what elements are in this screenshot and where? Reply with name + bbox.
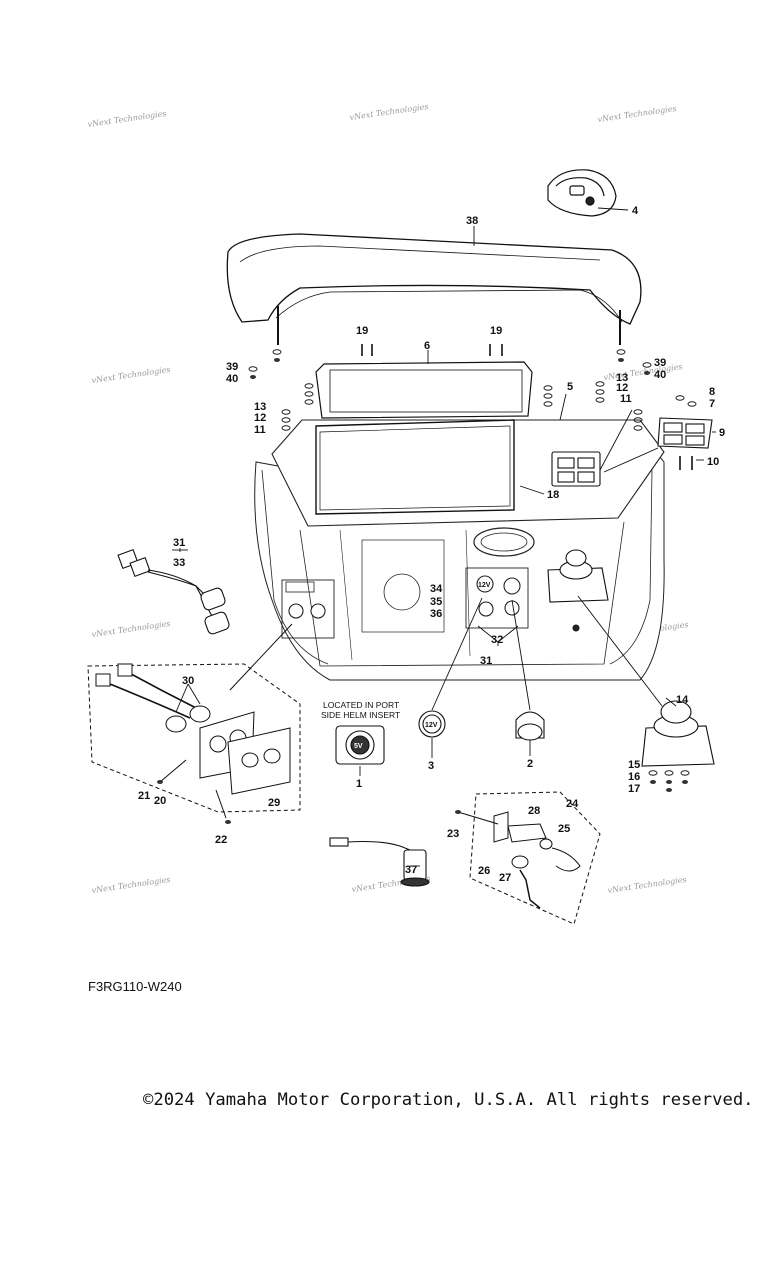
callout-3: 3: [428, 760, 434, 772]
fasteners-14: [648, 770, 690, 792]
callout-31-top: 31: [173, 537, 185, 549]
callout-38: 38: [466, 215, 478, 227]
callout-20: 20: [154, 795, 166, 807]
nut: [274, 358, 280, 362]
note-line-1: LOCATED IN PORT: [323, 700, 399, 710]
callout-13-right: 13: [616, 372, 628, 384]
callout-16: 16: [628, 771, 640, 783]
callout-12: 12: [254, 412, 266, 424]
callout-11-right: 11: [620, 393, 632, 405]
copyright-notice: ©2024 Yamaha Motor Corporation, U.S.A. A…: [143, 1090, 754, 1110]
callout-11: 11: [254, 424, 266, 436]
callout-18: 18: [547, 489, 559, 501]
callout-26: 26: [478, 865, 490, 877]
washer: [616, 349, 626, 355]
callout-40-right: 40: [654, 369, 666, 381]
part-33-harness: [117, 548, 230, 635]
label-dash-12v: 12V: [478, 582, 491, 589]
callout-10: 10: [707, 456, 719, 468]
callout-4: 4: [632, 205, 639, 217]
callout-19-right: 19: [490, 325, 502, 337]
drawing-code: F3RG110-W240: [88, 979, 182, 994]
callout-37: 37: [405, 864, 417, 876]
callout-32: 32: [491, 634, 503, 646]
callout-5: 5: [567, 381, 573, 393]
callout-30: 30: [182, 675, 194, 687]
screw: [455, 810, 461, 814]
washer: [272, 349, 282, 355]
callout-31-bottom: 31: [480, 655, 492, 667]
callout-39-right: 39: [654, 357, 666, 369]
part-14-joystick: [547, 549, 715, 767]
callout-27: 27: [499, 872, 511, 884]
leader-lines: [172, 207, 716, 867]
callout-33: 33: [173, 557, 185, 569]
callout-8: 8: [709, 386, 715, 398]
group-24: [457, 791, 601, 925]
part-37-sensor: [329, 837, 430, 887]
callouts: 1 2 3 4 5 6 7 8 9 10 11 12 13 14 15 16 1…: [138, 205, 725, 884]
callout-9: 9: [719, 427, 725, 439]
part-4-key-fob: [547, 169, 617, 217]
callout-19-left: 19: [356, 325, 368, 337]
callout-12-right: 12: [616, 382, 628, 394]
label-12v: 12V: [425, 722, 438, 729]
callout-23: 23: [447, 828, 459, 840]
watermark: vNext Technologies: [87, 109, 167, 129]
part-2-plug: [511, 599, 545, 741]
group-29-30: [87, 623, 301, 819]
callout-39-left: 39: [226, 361, 238, 373]
callout-21: 21: [138, 790, 150, 802]
callout-1: 1: [356, 778, 362, 790]
callout-6: 6: [424, 340, 430, 352]
watermark: vNext Technologies: [91, 619, 171, 639]
watermark: vNext Technologies: [597, 104, 677, 124]
callout-17: 17: [628, 783, 640, 795]
parts-diagram: vNext Technologies vNext Technologies vN…: [87, 102, 725, 925]
watermark: vNext Technologies: [91, 875, 171, 895]
nut: [157, 780, 163, 784]
part-38-hardtop: [226, 233, 642, 345]
callout-25: 25: [558, 823, 570, 835]
watermark: vNext Technologies: [607, 875, 687, 895]
part-6-display-frame: [315, 344, 533, 419]
watermark: vNext Technologies: [91, 365, 171, 385]
callout-34: 34: [430, 583, 443, 595]
callout-14: 14: [676, 694, 689, 706]
washer: [687, 401, 697, 407]
callout-40-left: 40: [226, 373, 238, 385]
note-line-2: SIDE HELM INSERT: [321, 710, 400, 720]
part-1-usb-receptacle: [335, 725, 385, 765]
part-9-switch-panel: [551, 417, 713, 487]
callout-2: 2: [527, 758, 533, 770]
callout-15: 15: [628, 759, 640, 771]
washer: [675, 395, 685, 401]
callout-7: 7: [709, 398, 715, 410]
screw: [225, 820, 231, 824]
callout-29: 29: [268, 797, 280, 809]
callout-36: 36: [430, 608, 442, 620]
callout-35: 35: [430, 596, 442, 608]
callout-13: 13: [254, 401, 266, 413]
nut: [618, 358, 624, 362]
part-18-display: [315, 419, 515, 515]
label-5v: 5V: [354, 743, 363, 750]
callout-28: 28: [528, 805, 540, 817]
callout-24: 24: [566, 798, 579, 810]
callout-22: 22: [215, 834, 227, 846]
part-3-12v-outlet: [418, 597, 483, 738]
watermark: vNext Technologies: [349, 102, 429, 122]
